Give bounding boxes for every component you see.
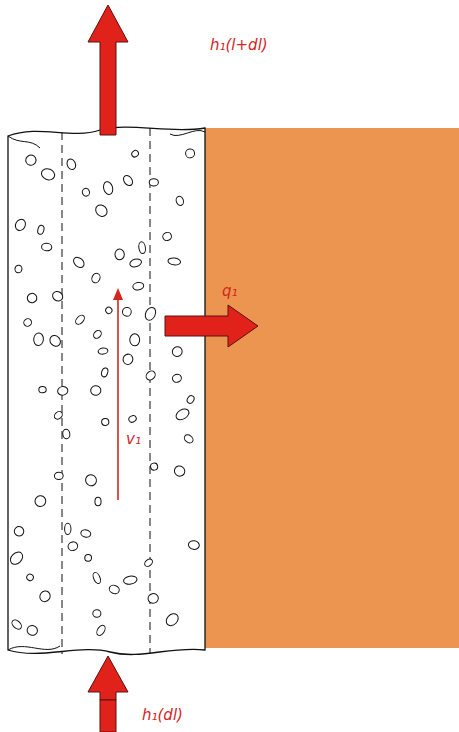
pebbles — [8, 148, 200, 637]
pebble — [82, 188, 91, 197]
pebble — [115, 249, 125, 260]
pebble — [41, 243, 52, 251]
pipe-outline — [8, 127, 205, 654]
pebble — [98, 347, 109, 354]
pebble — [144, 369, 157, 382]
pebble — [143, 306, 157, 322]
pebble — [66, 158, 78, 171]
pebble — [100, 367, 109, 378]
pebble — [54, 472, 63, 480]
pebble — [147, 593, 159, 604]
pebble — [90, 385, 102, 396]
pebble — [102, 181, 114, 196]
pipe-cut-edge — [8, 136, 40, 148]
pebble — [132, 282, 144, 291]
seepage-arrow — [165, 305, 258, 347]
pipe-cut-edge — [8, 646, 60, 650]
pebble — [188, 540, 200, 550]
pebble — [122, 353, 135, 366]
head-label: h₁(l+dl) — [208, 36, 270, 54]
flow-arrow — [100, 700, 116, 732]
pipe-cut-edge — [170, 130, 205, 135]
pebble — [65, 523, 71, 534]
pebble — [149, 179, 158, 186]
pebble — [85, 554, 92, 561]
head-label: h₁(dl) — [140, 706, 185, 724]
pebble — [150, 463, 158, 471]
pebble — [129, 258, 143, 269]
velocity-label: v₁ — [124, 430, 143, 448]
pebble — [92, 571, 102, 584]
pebble — [67, 541, 79, 552]
pebble — [130, 334, 140, 346]
pebble — [143, 558, 154, 568]
pebble — [51, 290, 65, 303]
pebble — [26, 573, 35, 582]
pebble — [53, 410, 64, 421]
pebble — [74, 314, 86, 326]
pebble — [12, 525, 25, 538]
pebble — [33, 494, 48, 509]
velocity-arrow — [117, 298, 119, 500]
pebble — [104, 306, 113, 315]
pebble — [62, 429, 70, 439]
pebble — [95, 624, 107, 637]
pebble — [173, 464, 187, 478]
pebble — [72, 255, 86, 269]
pebble — [27, 293, 38, 303]
pebble — [10, 618, 23, 631]
pebble — [164, 611, 181, 628]
pebble — [26, 624, 39, 636]
flux-label: q₁ — [220, 282, 240, 300]
pebble — [122, 307, 132, 317]
flow-arrow — [88, 656, 128, 700]
pebble — [80, 529, 91, 538]
pebble — [92, 609, 101, 618]
orange-block — [205, 128, 459, 648]
pebble — [122, 174, 135, 188]
pebble — [24, 153, 38, 167]
pebble — [38, 589, 53, 604]
pebble — [57, 386, 69, 396]
dashed-line — [150, 128, 151, 654]
pebble — [95, 497, 101, 506]
velocity-arrow-head — [113, 288, 123, 300]
pebble — [14, 265, 22, 274]
pebble — [162, 231, 173, 242]
pebble — [22, 317, 33, 328]
pebble — [123, 575, 138, 585]
pebble — [186, 394, 196, 404]
pebble — [174, 407, 191, 422]
pebble — [37, 225, 45, 235]
pebble — [130, 149, 139, 158]
pebble — [40, 167, 57, 182]
pebble — [168, 257, 181, 265]
pebble — [84, 473, 99, 488]
pebble — [108, 584, 120, 595]
pebble — [101, 418, 109, 426]
pebble — [8, 550, 25, 567]
pebble — [185, 148, 195, 158]
pebble — [183, 433, 195, 444]
pebble — [171, 373, 182, 383]
pebble — [13, 218, 27, 233]
pebble — [48, 333, 63, 348]
flow-arrow — [88, 5, 128, 135]
pebble — [175, 195, 185, 206]
pebble — [170, 345, 184, 359]
pebble — [92, 329, 103, 340]
pebble — [128, 415, 138, 424]
pebble — [138, 241, 146, 254]
pebble — [93, 203, 109, 219]
pebble — [90, 272, 101, 284]
pebble — [39, 386, 47, 393]
pebble — [33, 333, 44, 346]
